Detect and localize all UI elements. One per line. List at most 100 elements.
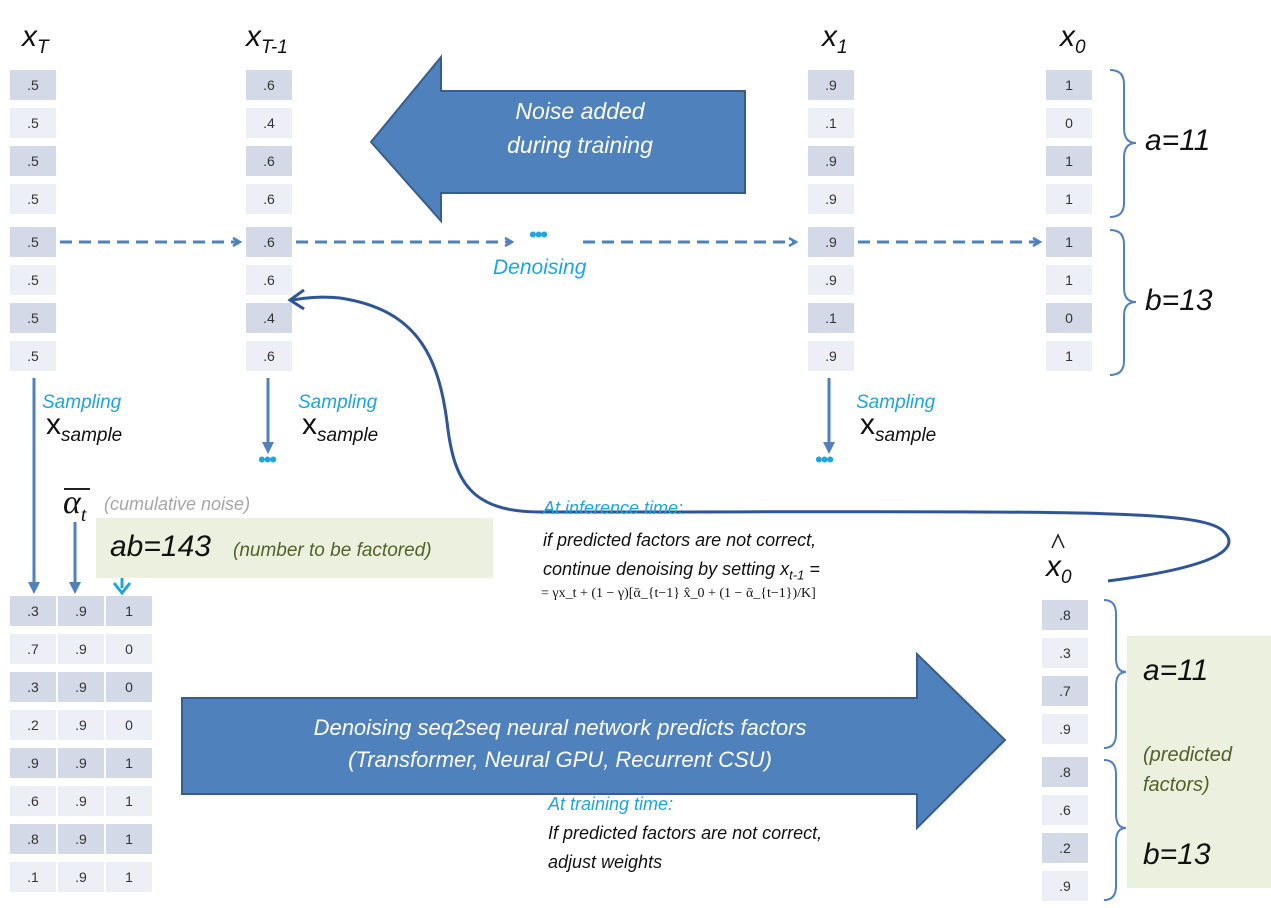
xT-label: xT: [22, 20, 49, 58]
vector-cell: .1: [808, 303, 854, 333]
vector-cell: 0: [1046, 303, 1092, 333]
vector-cell: .5: [10, 341, 56, 371]
matrix-cell: .9: [58, 786, 104, 816]
inference-formula: = γx_t + (1 − γ)[ᾱ_{t−1} x̂_0 + (1 − ᾱ_{…: [541, 586, 816, 601]
sampling-ellipsis-3: •••: [815, 447, 834, 472]
network-line1: Denoising seq2seq neural network predict…: [313, 715, 807, 740]
noise-added-arrow: [369, 54, 746, 224]
vector-cell: .1: [808, 108, 854, 138]
vector-cell: 1: [1046, 227, 1092, 257]
matrix-cell: .6: [10, 786, 56, 816]
matrix-cell: .9: [58, 672, 104, 702]
x-sample-label-2: xsample: [302, 408, 379, 446]
vector-cell: 1: [1046, 70, 1092, 100]
vector-cell: .5: [10, 227, 56, 257]
vector-cell: .6: [246, 227, 292, 257]
matrix-cell: .9: [58, 862, 104, 892]
inference-line1: if predicted factors are not correct,: [543, 530, 817, 550]
sampling-label-1: Sampling: [42, 392, 122, 413]
vector-cell: .2: [1042, 833, 1088, 863]
vector-cell: .7: [1042, 676, 1088, 706]
sampling-label-3: Sampling: [856, 392, 936, 413]
feedback-curve-head: [287, 288, 305, 311]
xT1-label: xT-1: [246, 20, 288, 58]
vector-cell: .9: [808, 146, 854, 176]
vector-cell: .9: [808, 341, 854, 371]
matrix-cell: .2: [10, 710, 56, 740]
feedback-curve: [291, 295, 1231, 583]
matrix-cell: 1: [106, 824, 152, 854]
matrix-cell: .9: [10, 748, 56, 778]
noise-added-line1: Noise added: [515, 98, 645, 124]
x0-label: x0: [1060, 20, 1086, 58]
network-text: Denoising seq2seq neural network predict…: [230, 712, 890, 776]
vector-cell: .9: [1042, 714, 1088, 744]
vector-cell: .5: [10, 184, 56, 214]
predicted-factors-label: (predicted factors): [1143, 740, 1232, 800]
alpha-t-label: αt: [63, 484, 87, 526]
network-line2: (Transformer, Neural GPU, Recurrent CSU): [348, 747, 772, 772]
vector-cell: .4: [246, 108, 292, 138]
vector-cell: .5: [10, 303, 56, 333]
matrix-cell: .9: [58, 634, 104, 664]
vector-cell: .6: [246, 265, 292, 295]
vector-cell: 1: [1046, 184, 1092, 214]
vector-cell: .4: [246, 303, 292, 333]
sampling-arrows: [28, 378, 835, 594]
vector-cell: .5: [10, 70, 56, 100]
vector-cell: .5: [10, 146, 56, 176]
matrix-cell: .8: [10, 824, 56, 854]
vector-cell: .5: [10, 108, 56, 138]
ab-value: ab=143: [110, 530, 211, 563]
vector-cell: .6: [246, 70, 292, 100]
vector-cell: 1: [1046, 341, 1092, 371]
x-sample-label-3: xsample: [860, 408, 937, 446]
predicted-factors-line1: (predicted: [1143, 744, 1232, 766]
ab-note: (number to be factored): [233, 540, 432, 561]
matrix-cell: .9: [58, 596, 104, 626]
vector-cell: 1: [1046, 265, 1092, 295]
network-arrow: [181, 651, 1007, 831]
vector-cell: .8: [1042, 600, 1088, 630]
matrix-cell: 1: [106, 786, 152, 816]
vector-cell: .3: [1042, 638, 1088, 668]
denoising-ellipsis: •••: [529, 222, 548, 247]
matrix-cell: 1: [106, 748, 152, 778]
matrix-cell: 0: [106, 672, 152, 702]
matrix-cell: .1: [10, 862, 56, 892]
b-label-top: b=13: [1145, 284, 1213, 317]
vector-cell: .6: [1042, 795, 1088, 825]
vector-cell: 0: [1046, 108, 1092, 138]
vector-cell: .9: [1042, 871, 1088, 901]
vector-cell: .6: [246, 146, 292, 176]
training-title: At training time:: [548, 794, 674, 814]
vector-cell: .6: [246, 184, 292, 214]
matrix-cell: .7: [10, 634, 56, 664]
a-label-bottom: a=11: [1143, 654, 1209, 687]
training-line2: adjust weights: [548, 852, 663, 872]
vector-cell: 1: [1046, 146, 1092, 176]
x0-hat-mark: [1051, 533, 1065, 549]
inference-line2: continue denoising by setting xt-1 =: [543, 559, 820, 583]
vector-cell: .9: [808, 265, 854, 295]
predicted-factors-box: [1127, 636, 1271, 888]
sampling-label-2: Sampling: [298, 392, 378, 413]
cumulative-noise-label: (cumulative noise): [104, 494, 251, 514]
denoising-label: Denoising: [493, 256, 587, 279]
x-sample-label-1: xsample: [46, 408, 123, 446]
vector-cell: .8: [1042, 757, 1088, 787]
ab-arrow-head: [112, 582, 132, 596]
predicted-factors-line2: factors): [1143, 774, 1210, 796]
matrix-cell: .9: [58, 824, 104, 854]
vector-cell: .9: [808, 184, 854, 214]
a-label-top: a=11: [1145, 124, 1211, 157]
braces-top: [1109, 69, 1137, 376]
matrix-cell: .3: [10, 596, 56, 626]
matrix-cell: 1: [106, 862, 152, 892]
vector-cell: .9: [808, 227, 854, 257]
inference-title: At inference time:: [543, 498, 684, 518]
matrix-cell: 1: [106, 596, 152, 626]
noise-added-line2: during training: [507, 132, 653, 158]
vector-cell: .6: [246, 341, 292, 371]
